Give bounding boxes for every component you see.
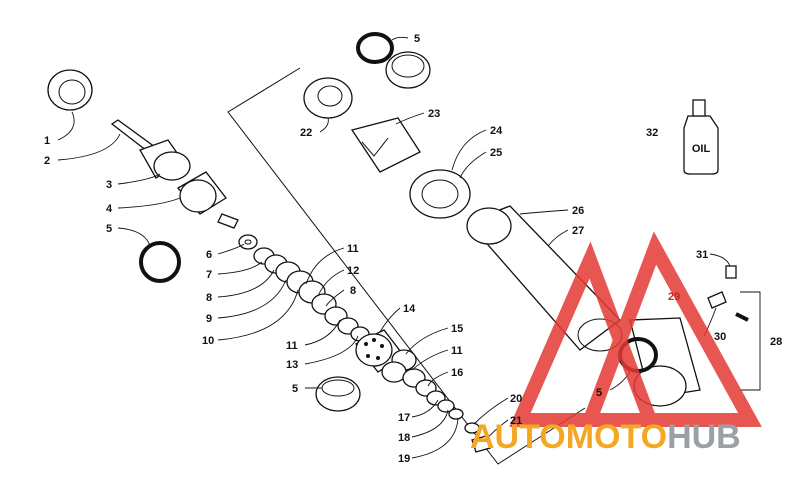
label-24: 24 — [490, 125, 503, 137]
label-25: 25 — [490, 147, 502, 159]
leader-lines — [57, 36, 731, 459]
label-4: 4 — [106, 203, 113, 215]
label-7: 7 — [206, 269, 212, 281]
label-9: 9 — [206, 313, 212, 325]
label-15: 15 — [451, 323, 463, 335]
label-29: 29 — [668, 291, 680, 303]
oil-bottle-label: OIL — [692, 143, 711, 155]
o-ring-left — [139, 241, 181, 283]
band-5-top — [385, 51, 431, 89]
label-12: 12 — [347, 265, 359, 277]
label-20: 20 — [510, 393, 522, 405]
label-23: 23 — [428, 108, 440, 120]
washer-stack-lower — [381, 349, 491, 453]
label-11a: 11 — [347, 243, 359, 255]
bushing-cap — [47, 69, 93, 111]
spring-seat — [350, 117, 421, 173]
label-3: 3 — [106, 179, 112, 191]
label-8b: 8 — [350, 285, 356, 297]
valve-fitting — [707, 265, 749, 322]
label-31: 31 — [696, 249, 708, 261]
shaft-eye — [153, 151, 191, 181]
label-27: 27 — [572, 225, 584, 237]
bracket-28 — [740, 291, 761, 391]
label-8a: 8 — [206, 292, 212, 304]
label-16: 16 — [451, 367, 463, 379]
watermark-logo — [509, 231, 762, 427]
label-26: 26 — [572, 205, 584, 217]
watermark-brand-part2: HUB — [667, 418, 741, 456]
label-14: 14 — [403, 303, 416, 315]
label-13: 13 — [286, 359, 298, 371]
label-21: 21 — [510, 415, 522, 427]
label-6: 6 — [206, 249, 212, 261]
o-ring-top — [356, 32, 394, 64]
oil-bottle — [683, 99, 719, 175]
watermark-brand: AUTOMOTOHUB — [470, 418, 741, 456]
detail-outline — [227, 67, 586, 465]
label-19: 19 — [398, 453, 410, 465]
label-17: 17 — [398, 412, 410, 424]
label-22: 22 — [300, 127, 312, 139]
label-1: 1 — [44, 135, 50, 147]
bushing-lower — [315, 376, 361, 412]
adjuster-ring — [409, 169, 471, 219]
label-5-bottom: 5 — [292, 383, 298, 395]
part-labels: 1 2 3 4 5 5 5 5 6 7 8 8 9 10 11 11 11 12… — [44, 33, 782, 465]
label-5-left: 5 — [106, 223, 112, 235]
label-11c: 11 — [451, 345, 463, 357]
washer-stack — [238, 234, 370, 342]
label-5-top: 5 — [414, 33, 420, 45]
label-5-right: 5 — [596, 387, 602, 399]
label-30: 30 — [714, 331, 726, 343]
label-18: 18 — [398, 432, 410, 444]
watermark-triangle-right — [579, 231, 762, 427]
label-28: 28 — [770, 336, 782, 348]
label-32: 32 — [646, 127, 658, 139]
label-2: 2 — [44, 155, 50, 167]
piston-body — [176, 171, 239, 229]
top-cap — [303, 77, 353, 119]
label-10: 10 — [202, 335, 214, 347]
label-11b: 11 — [286, 340, 298, 352]
watermark-brand-part1: AUTOMOTO — [470, 418, 667, 456]
